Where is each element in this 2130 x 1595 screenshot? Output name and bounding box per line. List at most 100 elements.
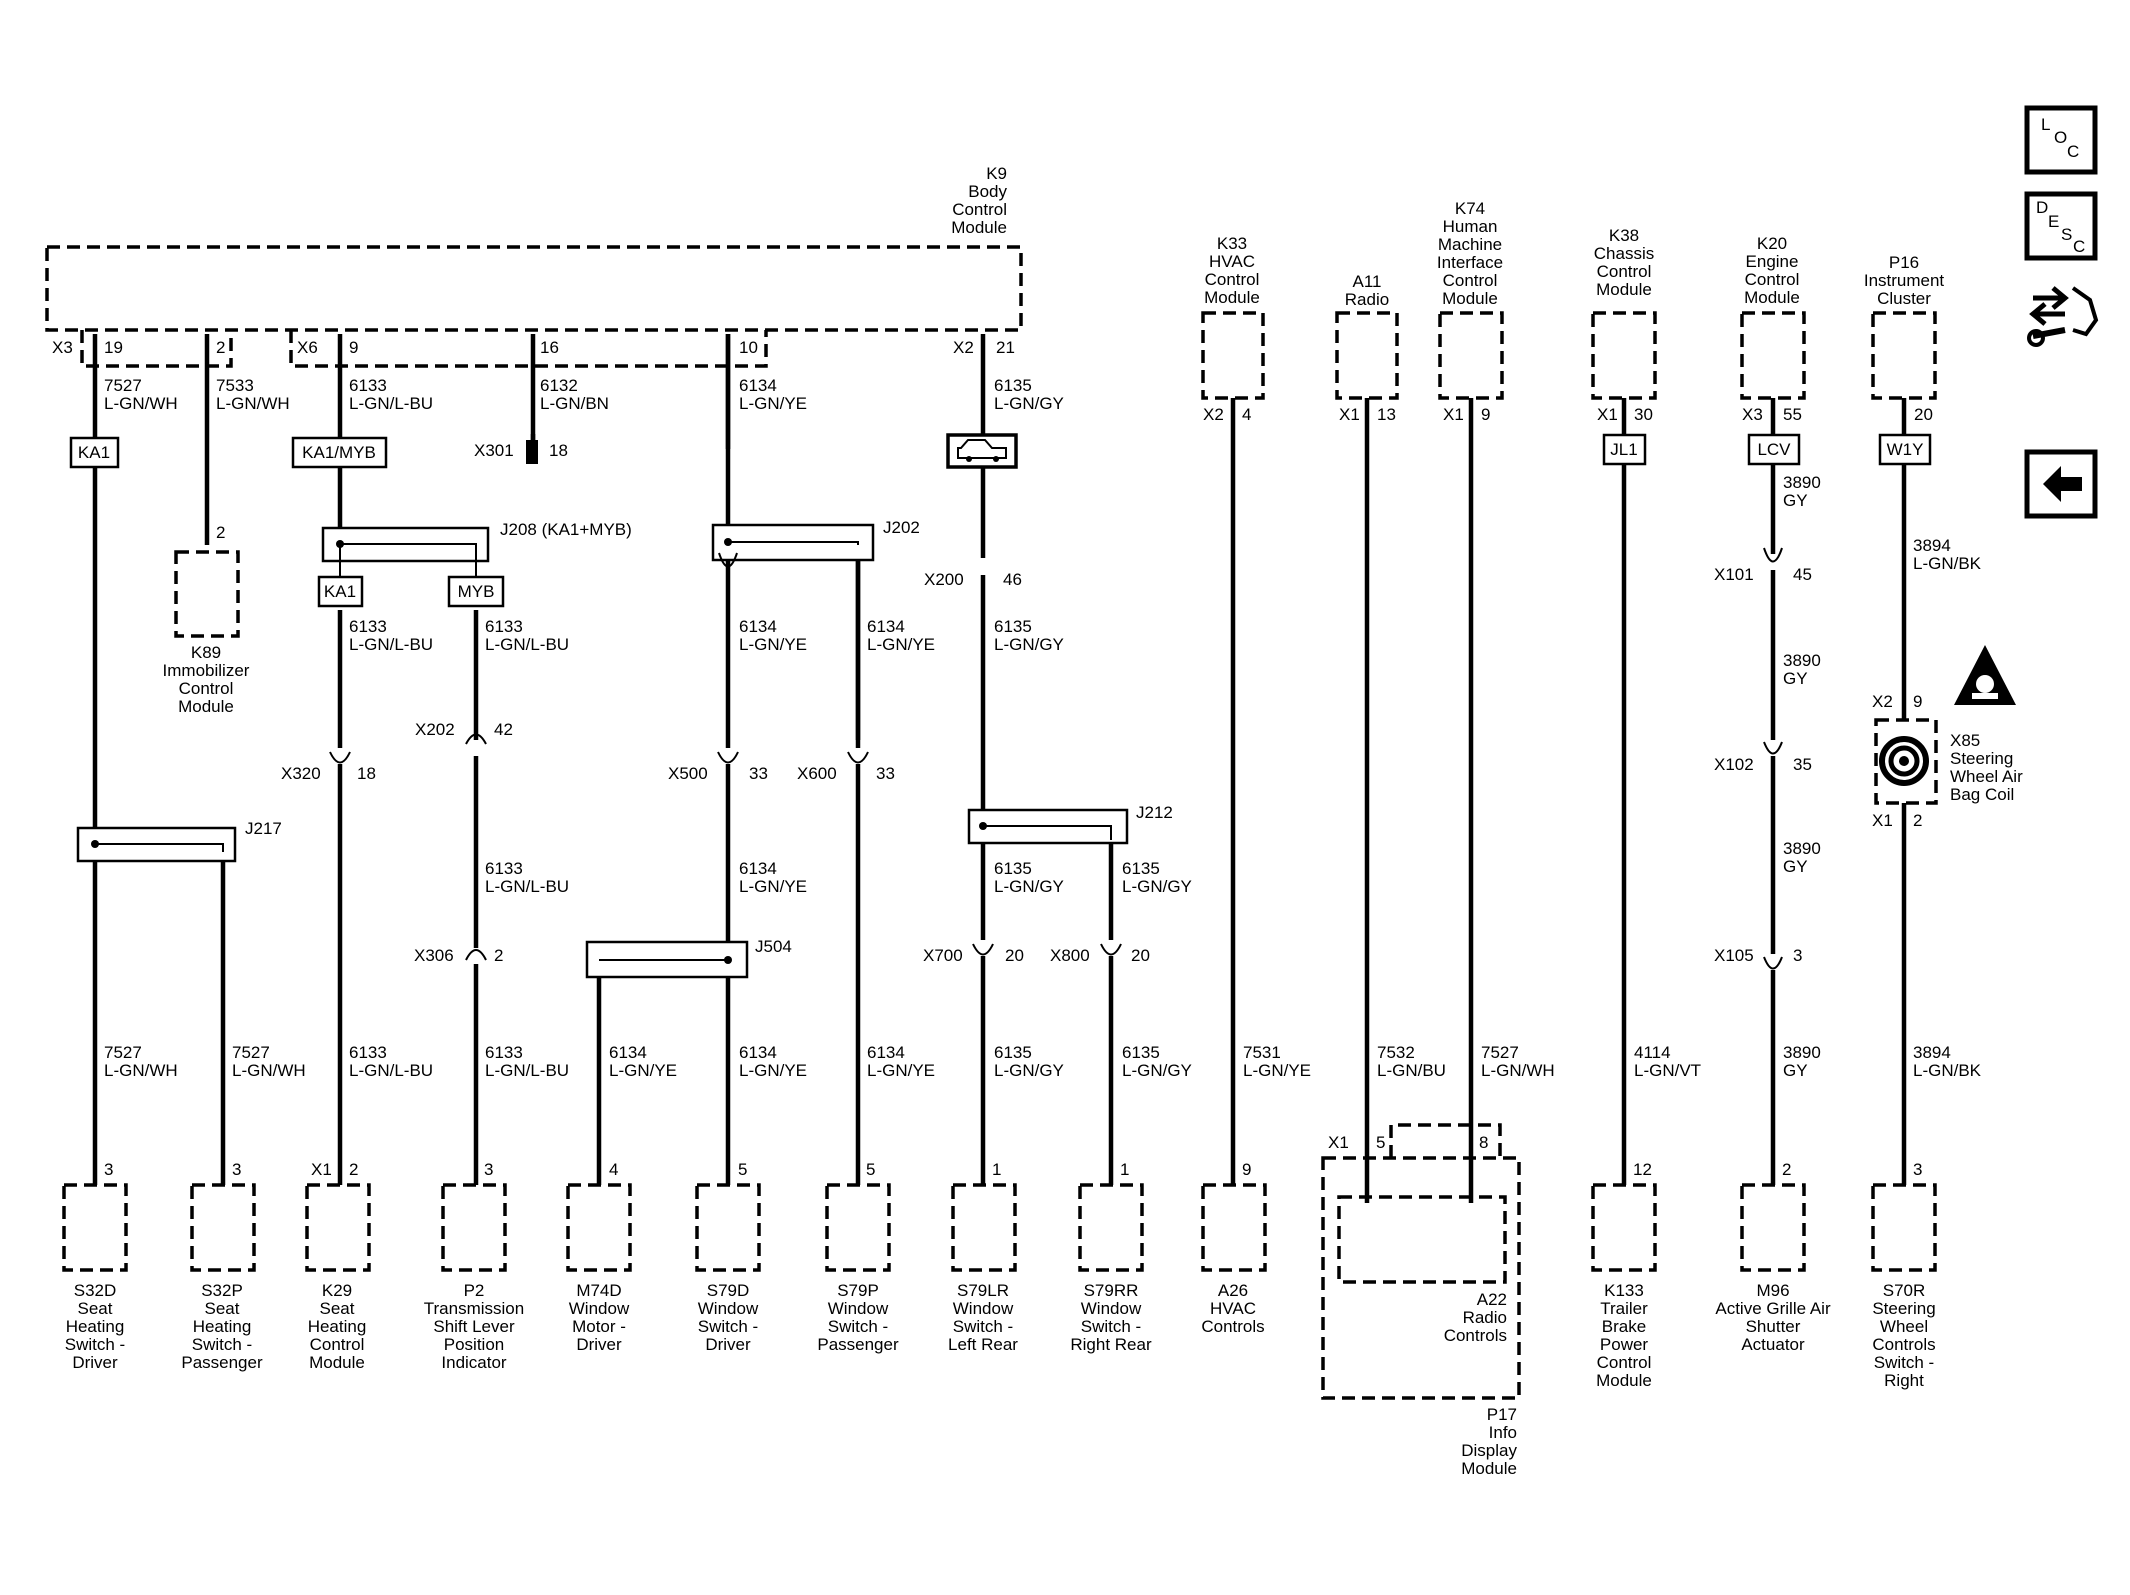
module-label-s32p: Switch - [192,1335,252,1354]
loc-button[interactable]: L O C [2024,105,2098,175]
connector-k9_10: 10 [739,338,758,357]
module-label-k20: K20 [1757,234,1787,253]
connector-x800: X800 [1050,946,1090,965]
airbag-coil-icon [1874,718,1938,805]
module-label-m74d: Motor - [572,1317,626,1336]
connector-x700: X700 [923,946,963,965]
wire-number-w6134_mid: 6134 [739,859,777,878]
connector-view-icon[interactable] [2027,286,2099,347]
module-label-s32d: Switch - [65,1335,125,1354]
connector-a11_x1: X1 [1339,405,1360,424]
module-label-a11: Radio [1345,290,1389,309]
module-label-k89: Control [179,679,234,698]
module-label-k9: Control [952,200,1007,219]
module-p16 [1871,311,1937,400]
wire-number-w3894_top: 3894 [1913,536,1951,555]
module-label-s32d: Seat [78,1299,113,1318]
module-label-k9: Body [968,182,1007,201]
connector-a26_pin: 9 [1242,1160,1251,1179]
wire-color-b6133_k29: L-GN/L-BU [349,1061,433,1080]
wire-color-w6133_p2mid: L-GN/L-BU [485,877,569,896]
wire-color-w6134_j202a: L-GN/YE [739,635,807,654]
module-label-k38: Control [1597,262,1652,281]
connector-x105: X105 [1714,946,1754,965]
module-label-k133: Trailer [1600,1299,1648,1318]
connector-k74_x1: X1 [1443,405,1464,424]
connector-p16_20: 20 [1914,405,1933,424]
module-label-s32p: Seat [205,1299,240,1318]
wire-number-b7527_k74: 7527 [1481,1043,1519,1062]
svg-text:W1Y: W1Y [1887,440,1924,459]
module-label-s79rr: Switch - [1081,1317,1141,1336]
module-label-k33: Control [1205,270,1260,289]
module-label-s79d: Driver [705,1335,751,1354]
wire-color-w7527_top: L-GN/WH [104,394,178,413]
wire-number-w6133_top: 6133 [349,376,387,395]
connector-x500_pin: 33 [749,764,768,783]
module-label-s79lr: Switch - [953,1317,1013,1336]
module-label-s32p: S32P [201,1281,243,1300]
module-label-s79p: Window [828,1299,889,1318]
module-k33 [1201,311,1265,400]
module-label-m96: Active Grille Air [1715,1299,1831,1318]
wire-number-b4114: 4114 [1634,1043,1671,1062]
wire-color-w3890_a: GY [1783,491,1808,510]
module-label-k89: Module [178,697,234,716]
module-label-k74: Human [1443,217,1498,236]
module-label-m96: Shutter [1746,1317,1801,1336]
module-label-s32p: Heating [193,1317,252,1336]
module-label-k9: K9 [986,164,1007,183]
wire-color-w6133_ka1: L-GN/L-BU [349,635,433,654]
module-label-a22: A22 [1477,1290,1507,1309]
connector-x105_pin: 3 [1793,946,1802,965]
module-label-s79d: Switch - [698,1317,758,1336]
module-label-k133: Power [1600,1335,1649,1354]
wire-color-b7527_k74: L-GN/WH [1481,1061,1555,1080]
module-label-m74d: M74D [576,1281,621,1300]
svg-text:KA1: KA1 [78,443,110,462]
label-j217: J217 [245,819,282,838]
module-label-p16: P16 [1889,253,1919,272]
desc-button[interactable]: D E S C [2024,191,2098,261]
module-label-k29: Heating [308,1317,367,1336]
module-label-p2: Shift Lever [433,1317,515,1336]
wire-color-w6135_j212b: L-GN/GY [1122,877,1192,896]
wire-color-w6134_top: L-GN/YE [739,394,807,413]
connector-k29_pin: 2 [349,1160,358,1179]
wire-color-w3890_b: GY [1783,669,1808,688]
module-label-s79lr: S79LR [957,1281,1009,1300]
splice-j208: J208 (KA1+MYB) [321,520,632,588]
module-label-s70r: Steering [1872,1299,1935,1318]
connector-x202_pin: 42 [494,720,513,739]
module-label-k74: Machine [1438,235,1502,254]
module-label-s79d: Window [698,1299,759,1318]
wire-color-b7527_a: L-GN/WH [104,1061,178,1080]
module-k9-body-control-module [45,245,1023,368]
connector-x306: X306 [414,946,454,965]
wire-number-w3890_a: 3890 [1783,473,1821,492]
connector-x85_x2: X2 [1872,692,1893,711]
connector-x85_2: 2 [1913,811,1922,830]
module-label-p16: Cluster [1877,289,1931,308]
module-label-k29: Module [309,1353,365,1372]
connector-x800_pin: 20 [1131,946,1150,965]
wire-color-w3894_top: L-GN/BK [1913,554,1982,573]
module-label-s79lr: Window [953,1299,1014,1318]
module-label-s79p: Passenger [817,1335,899,1354]
wire-color-w7533: L-GN/WH [216,394,290,413]
module-label-s32d: Heating [66,1317,125,1336]
module-label-k20: Module [1744,288,1800,307]
wire-number-b6135_lr: 6135 [994,1043,1032,1062]
module-label-p16: Instrument [1864,271,1945,290]
module-k74 [1438,311,1504,400]
module-label-x85: Steering [1950,749,2013,768]
svg-text:E: E [2048,212,2059,231]
svg-text:S: S [2061,225,2072,244]
wire-number-w3890_c: 3890 [1783,839,1821,858]
connector-s70r_pin: 3 [1913,1160,1922,1179]
module-label-s32d: Driver [72,1353,118,1372]
svg-text:KA1/MYB: KA1/MYB [302,443,376,462]
wire-number-b6134_s79p: 6134 [867,1043,905,1062]
back-arrow-button[interactable] [2024,449,2098,519]
